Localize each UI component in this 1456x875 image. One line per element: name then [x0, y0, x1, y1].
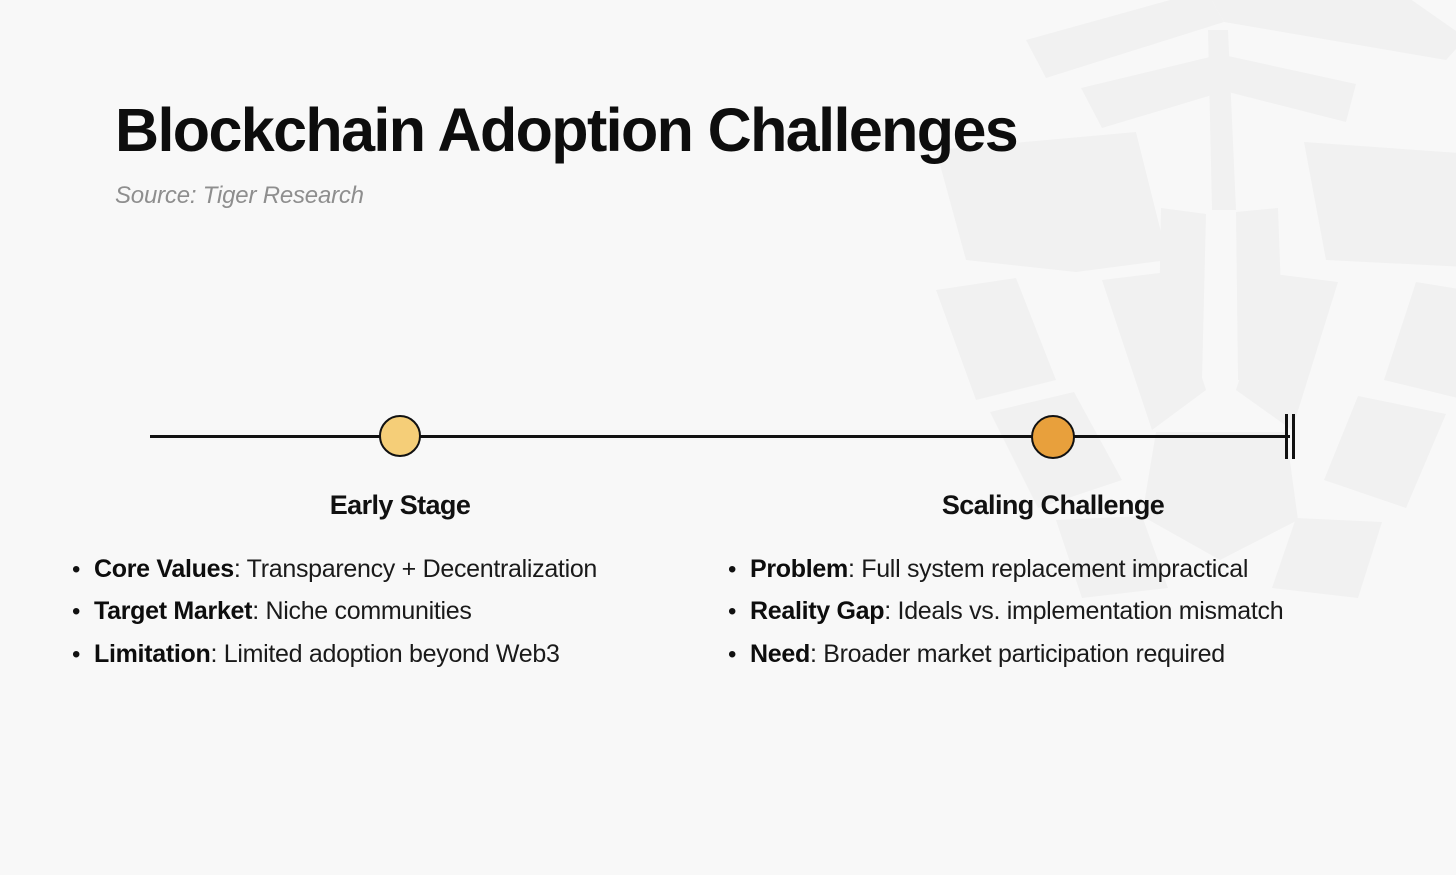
- middot-bullet-icon: •: [72, 556, 81, 583]
- bullet-detail: Niche communities: [265, 597, 472, 626]
- list-item: • Need: Broader market participation req…: [728, 638, 1283, 671]
- stage-label-scaling-challenge: Scaling Challenge: [941, 490, 1165, 520]
- header: Blockchain Adoption Challenges Source: T…: [115, 96, 1019, 210]
- timeline-end-tick-icon-secondary: [1292, 414, 1295, 459]
- bullet-term: Problem: [750, 555, 848, 583]
- middot-bullet-icon: •: [728, 556, 737, 583]
- list-item: • Core Values: Transparency + Decentrali…: [72, 553, 597, 586]
- bullet-detail: Broader market participation required: [823, 639, 1225, 668]
- bullet-detail: Transparency + Decentralization: [246, 555, 598, 583]
- bullet-term: Need: [750, 639, 810, 668]
- middot-bullet-icon: •: [72, 598, 81, 626]
- source-attribution: Source: Tiger Research: [115, 182, 364, 210]
- bullet-term: Limitation: [94, 639, 211, 668]
- stage-details-scaling-challenge: • Problem: Full system replacement impra…: [728, 553, 1284, 680]
- list-item: • Limitation: Limited adoption beyond We…: [72, 638, 597, 671]
- timeline-axis-line: [150, 435, 1290, 438]
- middot-bullet-icon: •: [728, 598, 737, 626]
- bullet-term: Core Values: [94, 555, 234, 583]
- timeline-end-tick-icon: [1285, 414, 1288, 459]
- bullet-term: Reality Gap: [750, 597, 885, 626]
- bullet-separator: :: [252, 597, 266, 626]
- list-item: • Target Market: Niche communities: [72, 595, 597, 628]
- middot-bullet-icon: •: [72, 640, 81, 668]
- bullet-separator: :: [210, 639, 224, 668]
- bullet-detail: Ideals vs. implementation mismatch: [897, 597, 1284, 626]
- bullet-separator: :: [809, 639, 824, 668]
- bullet-detail: Limited adoption beyond Web3: [223, 639, 560, 668]
- timeline-node-scaling-challenge[interactable]: [1031, 415, 1075, 459]
- timeline-node-early-stage[interactable]: [379, 415, 421, 457]
- middot-bullet-icon: •: [728, 640, 737, 668]
- stage-details-early-stage: • Core Values: Transparency + Decentrali…: [72, 553, 597, 680]
- bullet-detail: Full system replacement impractical: [861, 555, 1249, 583]
- bullet-separator: :: [233, 555, 247, 583]
- bullet-term: Target Market: [94, 597, 253, 626]
- page-title: Blockchain Adoption Challenges: [115, 96, 1019, 164]
- bullet-separator: :: [847, 555, 862, 583]
- stage-label-early-stage: Early Stage: [329, 490, 471, 520]
- list-item: • Reality Gap: Ideals vs. implementation…: [728, 595, 1284, 628]
- bullet-separator: :: [884, 597, 898, 626]
- list-item: • Problem: Full system replacement impra…: [728, 553, 1283, 586]
